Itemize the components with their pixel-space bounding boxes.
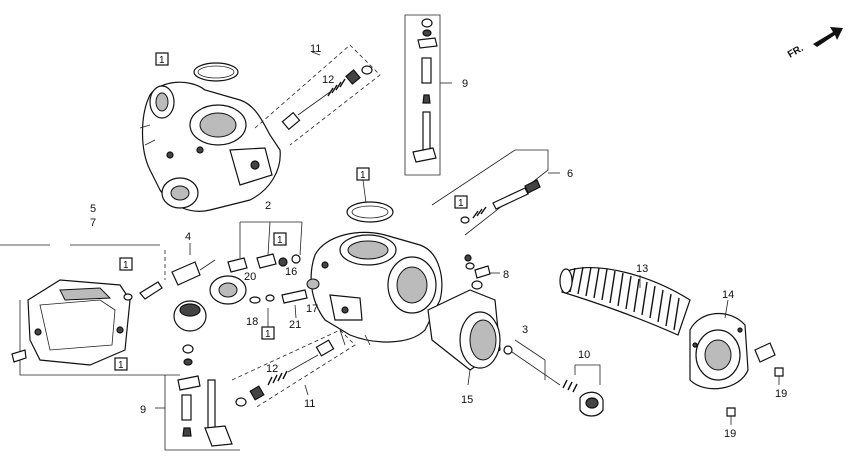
callout-19-right: 19 — [775, 388, 787, 400]
callout-11-lower: 11 — [304, 398, 315, 410]
callout-11-upper: 11 — [310, 43, 321, 55]
callout-21: 21 — [289, 319, 301, 331]
upper-jet-kit — [254, 44, 381, 146]
callout-17: 17 — [306, 303, 318, 315]
fr-label: FR. — [786, 43, 806, 61]
callout-4-float: 4 — [185, 231, 191, 243]
float-diaphragm — [171, 243, 247, 332]
callout-6: 6 — [567, 168, 573, 180]
callout-box-5 — [114, 357, 128, 371]
callout-7: 7 — [90, 217, 96, 229]
callout-3: 1 — [458, 198, 464, 209]
lower-jet-kit — [231, 329, 356, 409]
screws-19 — [726, 367, 784, 425]
callout-2-jet: 2 — [265, 200, 271, 212]
front-direction-indicator: FR. — [786, 27, 843, 61]
callout-9-lower: 9 — [140, 404, 146, 416]
callout-9-upper: 9 — [462, 78, 468, 90]
callout-5-box: 1 — [118, 360, 124, 371]
left-float-chamber — [0, 244, 166, 376]
callout-box-4 — [119, 257, 133, 271]
center-carburetor-body — [310, 201, 443, 346]
callout-6-box: 1 — [277, 235, 283, 246]
callout-3: 3 — [522, 324, 528, 336]
adjuster-knob — [562, 364, 604, 417]
air-cover — [689, 299, 776, 390]
callout-4: 1 — [123, 260, 129, 271]
throttle-screw — [503, 339, 561, 386]
callout-14: 14 — [722, 289, 734, 301]
jet-holder-group — [227, 221, 320, 304]
callout-12-upper: 12 — [322, 74, 334, 86]
callout-2: 1 — [360, 170, 366, 181]
arrow-icon — [813, 27, 843, 47]
lower-fuel-line — [155, 344, 240, 451]
callout-10: 10 — [578, 349, 590, 361]
callout-19-lower: 19 — [724, 428, 736, 440]
callout-7-box: 1 — [265, 329, 271, 340]
callout-box-3 — [454, 195, 468, 209]
pilot-screw-kit — [431, 149, 560, 236]
callout-5: 5 — [90, 203, 96, 215]
callout-12-lower: 12 — [266, 363, 278, 375]
callout-box-1 — [155, 52, 169, 66]
callout-18: 18 — [246, 316, 258, 328]
air-duct-hose — [559, 266, 691, 336]
upper-carburetor-assembly — [139, 62, 281, 212]
callout-8: 8 — [503, 269, 509, 281]
upper-fuel-line — [404, 14, 452, 176]
callout-20: 20 — [244, 271, 256, 283]
callout-16: 16 — [285, 266, 297, 278]
intake-boot — [427, 280, 501, 386]
callout-box-6 — [273, 232, 287, 246]
screw-set-8 — [464, 254, 500, 279]
callout-15: 15 — [461, 394, 473, 406]
callout-1: 1 — [159, 55, 165, 66]
callout-13: 13 — [636, 263, 648, 275]
